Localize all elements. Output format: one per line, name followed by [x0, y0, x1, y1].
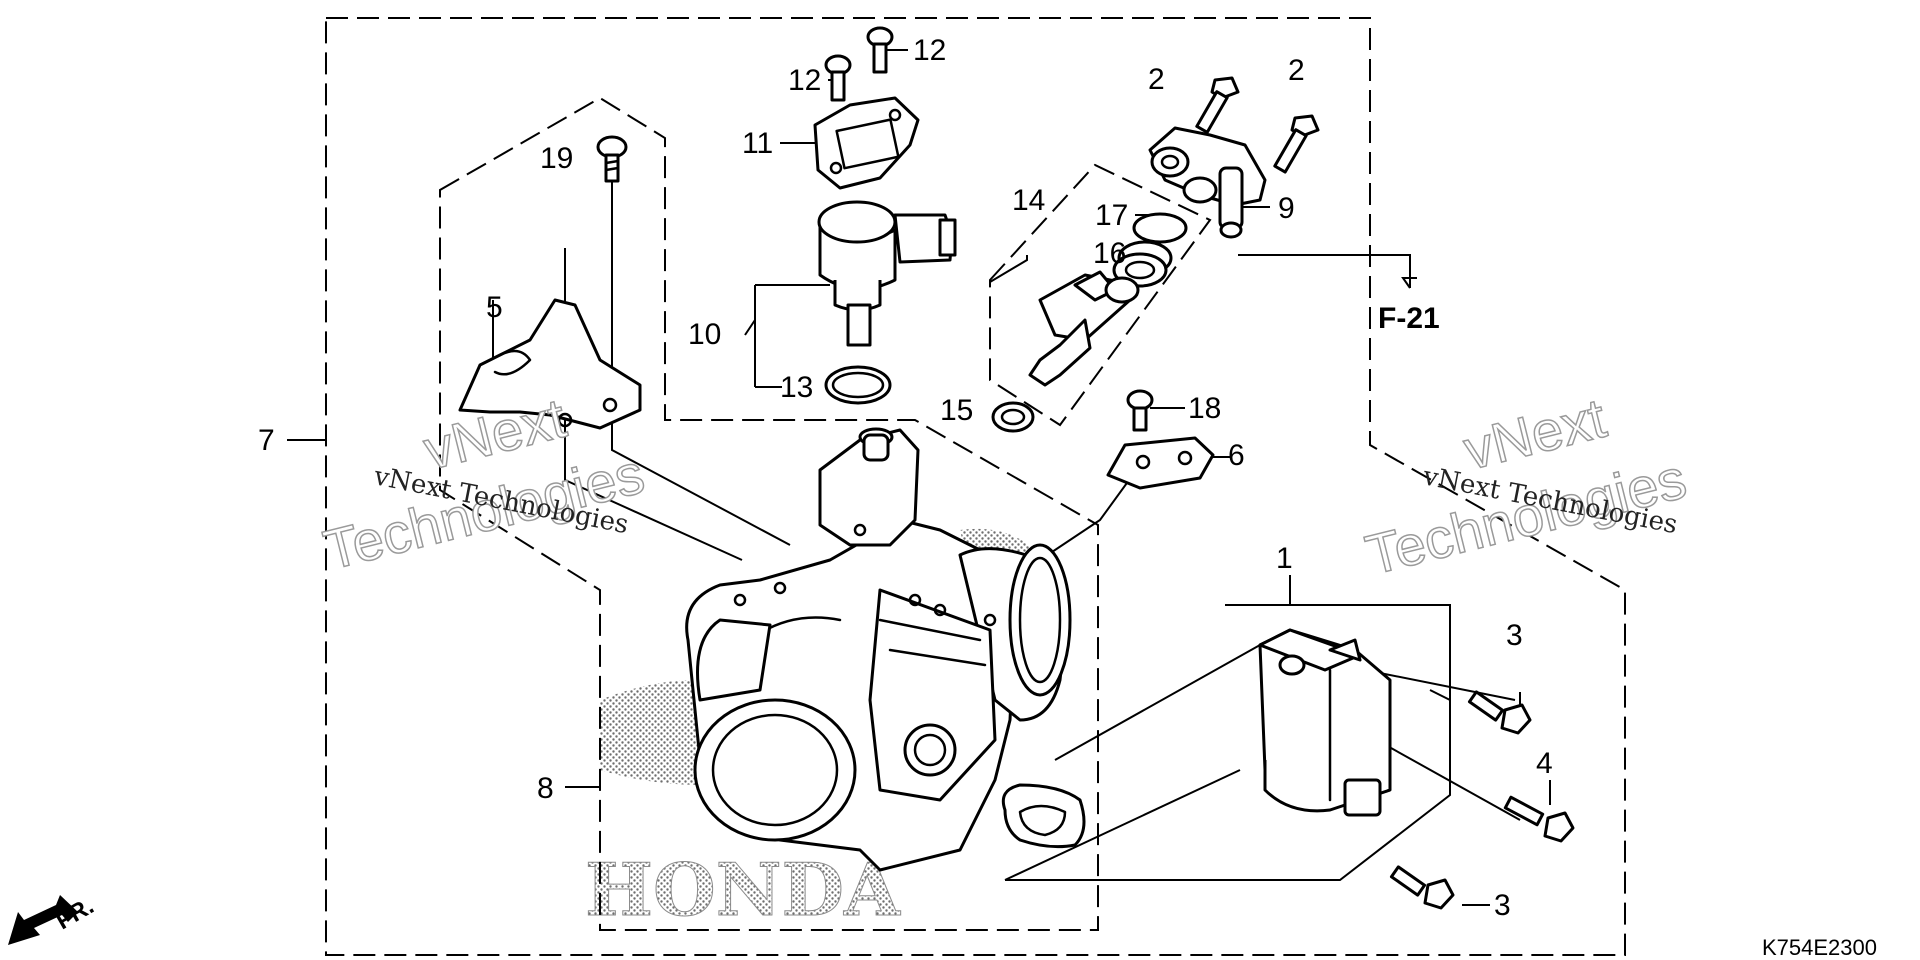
callout-17: 17	[1095, 199, 1128, 232]
callout-6: 6	[1228, 439, 1245, 472]
callout-12-lower: 12	[788, 64, 821, 97]
screw-12-upper	[866, 26, 894, 74]
callout-4: 4	[1536, 747, 1553, 780]
assembly-8-frame	[439, 96, 1099, 931]
o-ring-15	[991, 401, 1035, 433]
callout-5: 5	[486, 291, 503, 324]
callout-16: 16	[1093, 237, 1126, 270]
bracket-5	[458, 298, 642, 430]
bolt-4	[1503, 795, 1575, 843]
callout-12-upper: 12	[913, 34, 946, 67]
seal-17	[1132, 212, 1188, 244]
callout-7: 7	[258, 424, 275, 457]
sensor-10	[817, 200, 957, 347]
callout-10: 10	[688, 318, 721, 351]
sensor-group-frame	[1005, 604, 1451, 881]
bolt-3-lower	[1389, 865, 1455, 910]
gasket-11	[813, 96, 920, 190]
callout-19: 19	[540, 142, 573, 175]
plate-6	[1106, 436, 1215, 490]
watermark-big-right-1: vNext	[1458, 386, 1613, 482]
throttle-sensor-1	[1258, 628, 1392, 817]
callout-13: 13	[780, 371, 813, 404]
injector	[1028, 270, 1140, 387]
callout-15: 15	[940, 394, 973, 427]
bolt-2-right	[1273, 114, 1320, 174]
callout-9: 9	[1278, 192, 1295, 225]
assembly-7-frame	[325, 17, 1626, 956]
fuel-joint-9	[1148, 126, 1267, 239]
callout-2-left: 2	[1148, 63, 1165, 96]
callout-11: 11	[742, 127, 773, 160]
callout-18: 18	[1188, 392, 1221, 425]
bolt-19	[596, 135, 628, 183]
screw-12-lower	[824, 54, 852, 102]
callout-3-upper: 3	[1506, 619, 1523, 652]
callout-8: 8	[537, 772, 554, 805]
callout-1: 1	[1276, 542, 1293, 575]
callout-14: 14	[1012, 184, 1045, 217]
bolt-2-left	[1195, 76, 1240, 134]
callout-labels: 1 2 2 3 3 4 5 6 7 8 9 10 11 12 12 13 14 …	[258, 34, 1553, 922]
logo-text: HONDA	[585, 847, 901, 932]
gasket-tps	[1001, 783, 1086, 849]
screw-18	[1126, 389, 1154, 432]
callout-3-lower: 3	[1494, 889, 1511, 922]
throttle-body-8	[685, 427, 1072, 872]
bolt-3-upper	[1467, 690, 1532, 735]
callout-2-right: 2	[1288, 54, 1305, 87]
reference-f21[interactable]: F-21	[1378, 302, 1440, 335]
front-arrow-icon	[8, 895, 78, 945]
injector-group-frame	[989, 163, 1212, 427]
front-direction-indicator: FR.	[8, 892, 98, 945]
diagram-code: K754E2300	[1762, 935, 1877, 960]
